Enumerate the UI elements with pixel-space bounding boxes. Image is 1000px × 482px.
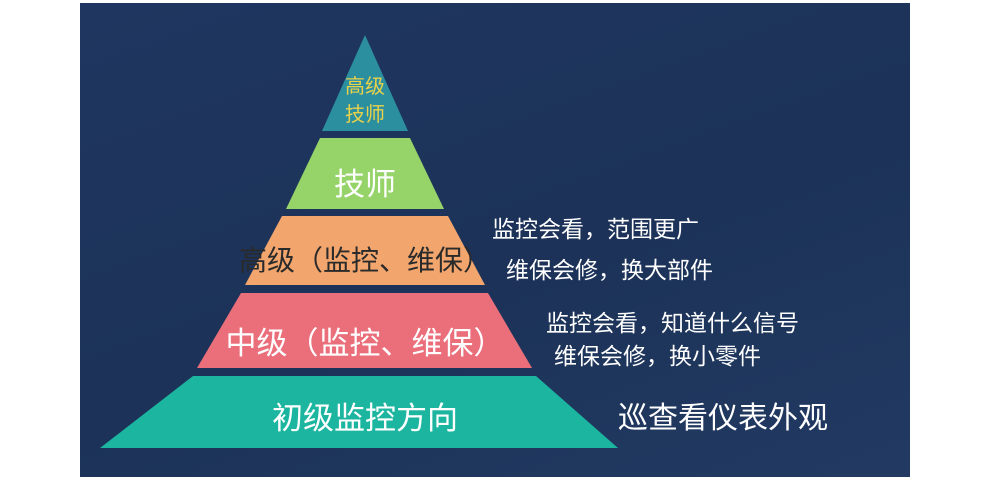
pyramid-tier-senior-technician xyxy=(322,35,408,131)
pyramid-tier-junior xyxy=(100,376,618,448)
pyramid-label-senior-technician-line2: 技师 xyxy=(345,102,385,126)
pyramid-label-senior-technician-line1: 高级 xyxy=(345,74,385,98)
pyramid-label-technician: 技师 xyxy=(334,167,396,203)
senior-description-line1: 监控会看，范围更广 xyxy=(492,217,699,243)
senior-description-line2: 维保会修，换大部件 xyxy=(506,258,713,284)
pyramid-tier-intermediate xyxy=(197,293,532,368)
pyramid-tier-senior xyxy=(245,216,485,285)
pyramid-label-junior: 初级监控方向 xyxy=(272,401,458,437)
pyramid-tier-technician xyxy=(286,138,444,209)
intermediate-description-line2: 维保会修，换小零件 xyxy=(554,344,761,370)
pyramid-label-intermediate: 中级（监控、维保） xyxy=(226,326,505,362)
intermediate-description-line1: 监控会看，知道什么信号 xyxy=(546,311,799,337)
pyramid-label-senior: 高级（监控、维保） xyxy=(239,244,491,277)
slide-background: 高级技师技师高级（监控、维保）中级（监控、维保）初级监控方向 监控会看，范围更广… xyxy=(80,3,910,477)
junior-description: 巡查看仪表外观 xyxy=(618,401,828,436)
